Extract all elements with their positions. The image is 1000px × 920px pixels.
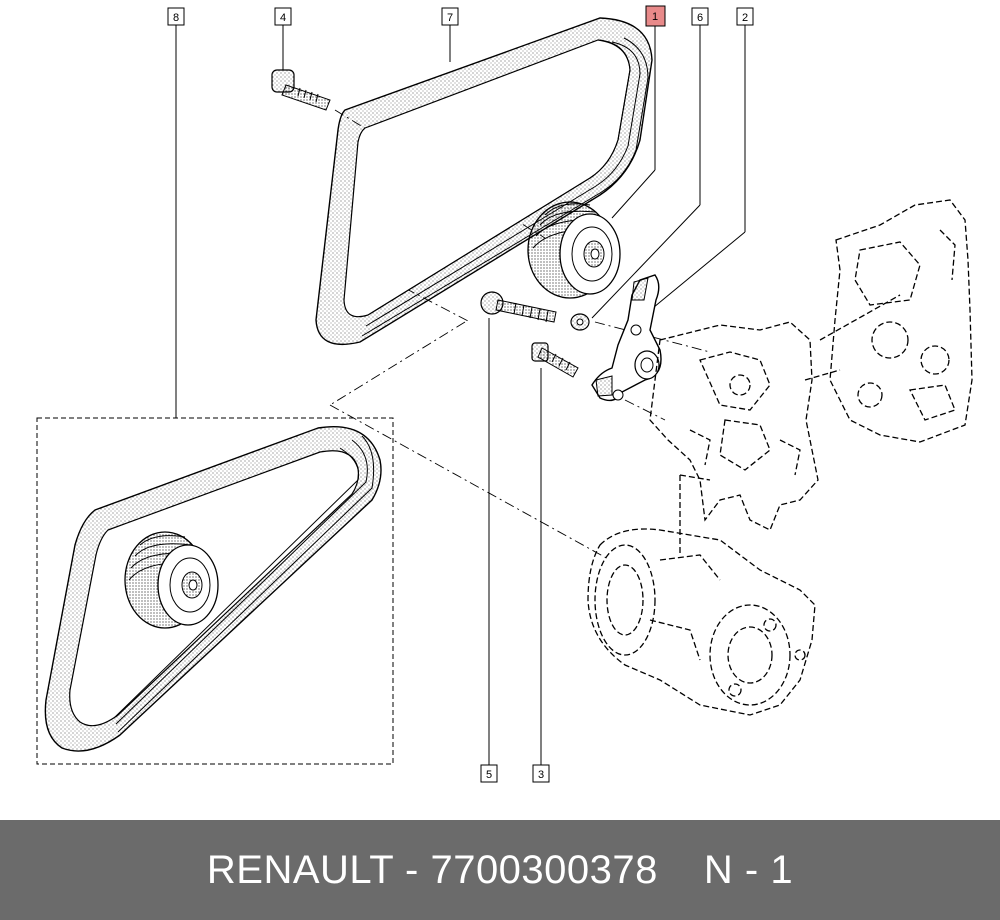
svg-text:2: 2 [742, 12, 748, 24]
parts-diagram: 8 4 7 1 6 2 5 3 [36, 5, 973, 783]
tensioner-pulley-upper [527, 201, 621, 299]
callout-8: 8 [167, 7, 185, 26]
callout-1: 1 [645, 5, 666, 27]
kit-box [36, 417, 394, 765]
callout-3: 3 [532, 764, 550, 783]
position-text: N - 1 [703, 847, 794, 892]
ac-compressor-outline [587, 474, 816, 716]
svg-text:3: 3 [538, 769, 544, 781]
svg-text:5: 5 [486, 769, 492, 781]
bolt-5 [480, 291, 557, 323]
svg-text:4: 4 [280, 12, 286, 24]
tensioner-bracket [591, 274, 662, 402]
svg-text:6: 6 [697, 12, 703, 24]
engine-block-outline [649, 199, 973, 531]
nut-6 [570, 313, 590, 331]
tensioner-pulley-lower [124, 531, 219, 629]
callout-5: 5 [480, 764, 498, 783]
callout-6: 6 [691, 7, 709, 26]
svg-text:7: 7 [447, 12, 453, 24]
part-number-text: RENAULT - 7700300378 [206, 847, 658, 892]
footer-bar: RENAULT - 7700300378 N - 1 [0, 820, 1000, 920]
bolt-upper [271, 69, 331, 111]
svg-text:1: 1 [652, 11, 658, 23]
callout-4: 4 [274, 7, 292, 26]
bolt-3 [531, 342, 579, 378]
leader-lines [175, 25, 746, 765]
belt-upper [315, 17, 653, 346]
callout-7: 7 [441, 7, 459, 26]
callout-2: 2 [736, 7, 754, 26]
svg-text:8: 8 [173, 12, 179, 24]
